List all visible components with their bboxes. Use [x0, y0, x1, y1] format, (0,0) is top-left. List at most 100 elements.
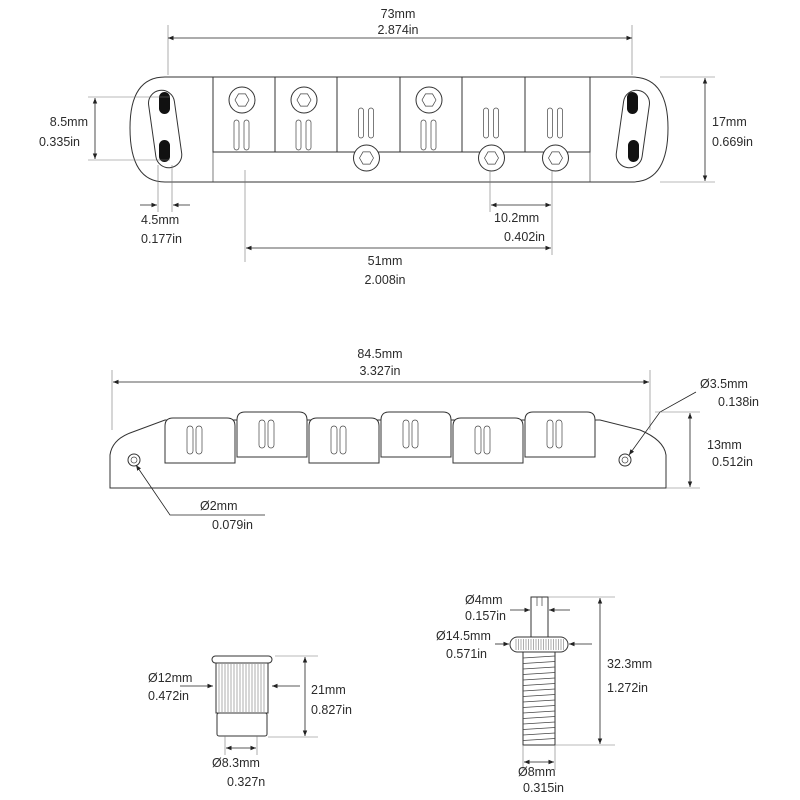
slot-width-in: 0.177in — [141, 232, 182, 246]
thread-line — [522, 688, 556, 692]
side-view: 84.5mm 3.327in Ø3.5mm 0.138in 13mm 0.512… — [109, 347, 759, 532]
string-groove — [483, 107, 489, 139]
slot-spacing-in: 0.335in — [39, 135, 80, 149]
string-groove — [420, 119, 427, 151]
stud-head-mm: Ø14.5mm — [436, 629, 491, 643]
hex-socket-icon — [359, 151, 374, 165]
string-groove — [186, 425, 194, 455]
small-hole-in: 0.079in — [212, 518, 253, 532]
string-groove — [330, 425, 338, 455]
string-spread-in: 2.008in — [364, 273, 405, 287]
thread-line — [522, 699, 556, 703]
anchor-outer-in: 0.472in — [148, 689, 189, 703]
side-length-mm: 84.5mm — [357, 347, 402, 361]
thread-line — [522, 721, 556, 725]
string-groove — [557, 107, 563, 139]
slot-width-mm: 4.5mm — [141, 213, 179, 227]
saddle-block — [236, 411, 308, 458]
string-groove — [233, 119, 240, 151]
top-saddle — [274, 76, 338, 153]
string-groove — [339, 425, 347, 455]
hex-socket-icon — [234, 93, 250, 107]
saddle-block — [164, 417, 236, 464]
string-groove — [243, 119, 250, 151]
saddle-screw-head — [353, 144, 380, 172]
string-groove — [483, 425, 491, 455]
side-length-in: 3.327in — [359, 364, 400, 378]
top-saddles — [212, 76, 591, 172]
thread-line — [522, 694, 556, 697]
stud-head-in: 0.571in — [446, 647, 487, 661]
stud-tip-mm: Ø4mm — [465, 593, 503, 607]
width-mm: 17mm — [712, 115, 747, 129]
side-saddle — [236, 411, 308, 458]
top-saddle — [336, 76, 401, 172]
saddle-block — [380, 411, 452, 458]
string-groove — [411, 419, 419, 449]
top-saddle — [524, 76, 591, 172]
top-saddle — [399, 76, 463, 153]
stud-thread-in: 0.315in — [523, 781, 564, 795]
string-groove — [547, 107, 553, 139]
side-saddle — [452, 417, 524, 464]
height-in: 0.512in — [712, 455, 753, 469]
thread-line — [522, 716, 556, 719]
width-in: 0.669in — [712, 135, 753, 149]
hex-socket-icon — [548, 151, 563, 165]
side-saddle — [308, 417, 380, 464]
saddle-screw-head — [478, 144, 505, 172]
screw-hole-in: 0.138in — [718, 395, 759, 409]
thread-line — [522, 738, 556, 741]
saddle-screw-head — [415, 86, 443, 114]
height-mm: 13mm — [707, 438, 742, 452]
side-saddle — [164, 417, 236, 464]
top-saddle — [461, 76, 526, 172]
string-groove — [402, 419, 410, 449]
side-saddles — [164, 411, 596, 464]
hex-socket-icon — [296, 93, 312, 107]
thread-line — [522, 672, 556, 675]
side-saddle — [380, 411, 452, 458]
string-groove — [195, 425, 203, 455]
anchor-inner-in: 0.327n — [227, 775, 265, 789]
top-view: 73mm 2.874in 8.5mm 0.335in 17mm 0.669in … — [39, 7, 753, 287]
stud-thread-mm: Ø8mm — [518, 765, 556, 779]
saddle-block — [524, 76, 591, 153]
anchor-height-in: 0.827in — [311, 703, 352, 717]
thread-line — [522, 710, 556, 714]
thread-line — [522, 666, 556, 670]
anchor-knurling — [218, 664, 265, 712]
thread-line — [522, 661, 556, 664]
string-groove — [368, 107, 374, 139]
string-groove — [267, 419, 275, 449]
thread-line — [522, 727, 556, 730]
slot-spacing-mm: 8.5mm — [50, 115, 88, 129]
saddle-screw-head — [542, 144, 569, 172]
thread-line — [522, 683, 556, 686]
string-groove — [358, 107, 364, 139]
saddle-block — [524, 411, 596, 458]
saddle-screw-head — [290, 86, 318, 114]
small-hole-mm: Ø2mm — [200, 499, 238, 513]
string-groove — [295, 119, 302, 151]
thread-line — [522, 677, 556, 681]
left-mount-slot — [148, 89, 183, 169]
saddle-spacing-mm: 10.2mm — [494, 211, 539, 225]
anchor-outer-mm: Ø12mm — [148, 671, 192, 685]
top-length-mm: 73mm — [381, 7, 416, 21]
stud-screw: 32.3mm 1.272in Ø4mm 0.157in Ø14.5mm 0.57… — [436, 593, 652, 795]
string-groove — [474, 425, 482, 455]
saddle-spacing-in: 0.402in — [504, 230, 545, 244]
string-groove — [305, 119, 312, 151]
thread-line — [522, 655, 556, 659]
thread-line — [522, 732, 556, 736]
thread-line — [522, 705, 556, 708]
top-length-in: 2.874in — [377, 23, 418, 37]
stud-length-mm: 32.3mm — [607, 657, 652, 671]
string-groove — [555, 419, 563, 449]
stud-tip-in: 0.157in — [465, 609, 506, 623]
string-spread-mm: 51mm — [368, 254, 403, 268]
anchor-bushing: Ø12mm 0.472in 21mm 0.827in Ø8.3mm 0.327n — [148, 655, 352, 789]
